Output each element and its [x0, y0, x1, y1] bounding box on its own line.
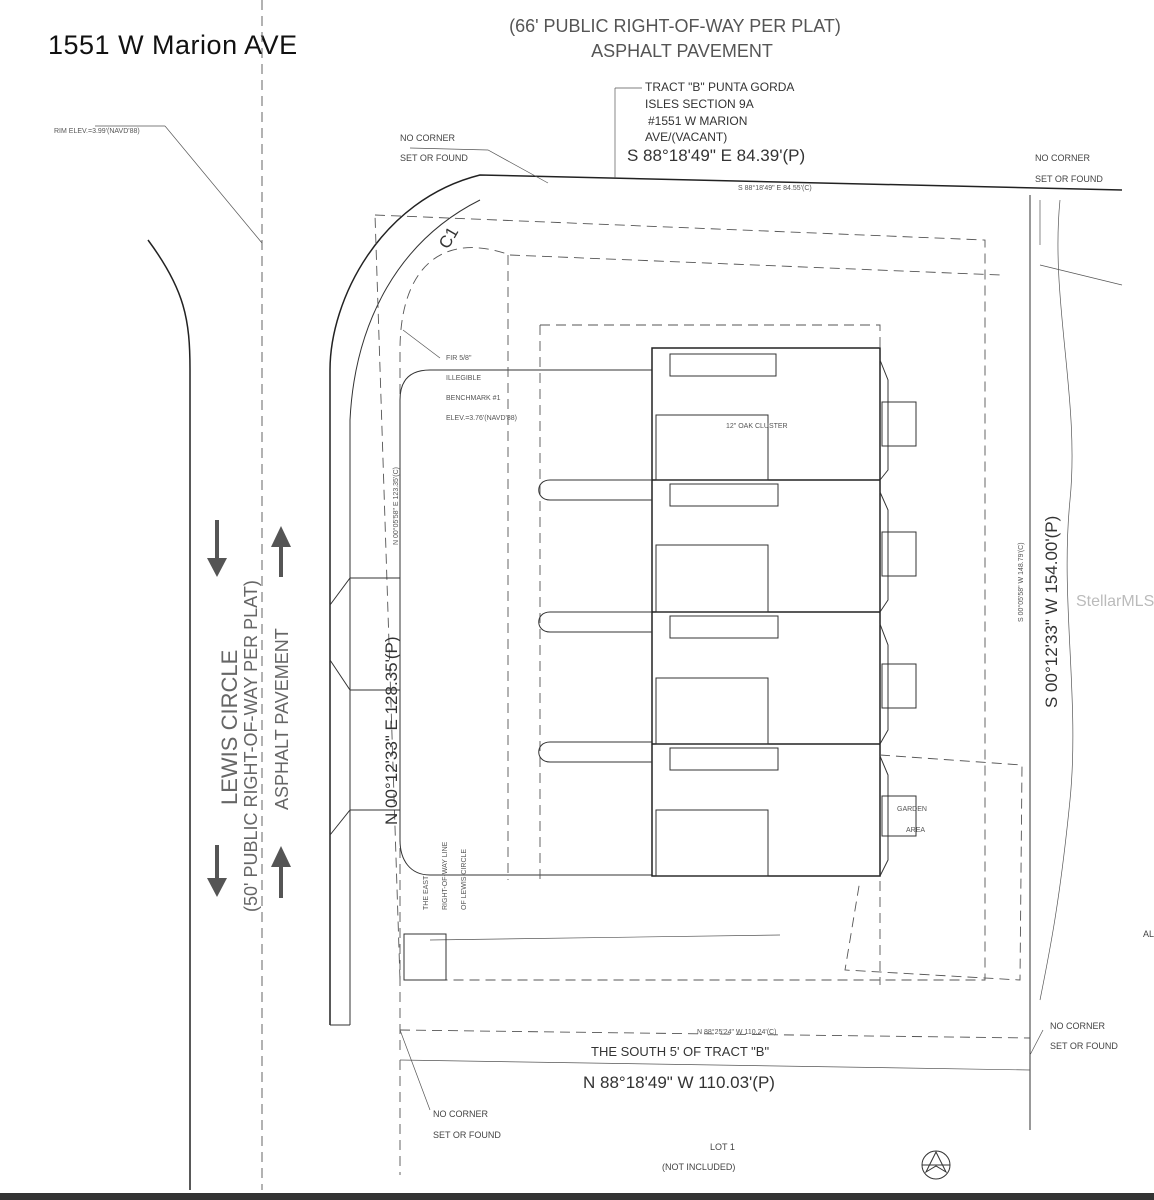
illegible-note: ILLEGIBLE — [446, 375, 481, 382]
west-road-surface: ASPHALT PAVEMENT — [272, 628, 292, 810]
sidewalk-inner-edge — [349, 199, 481, 1025]
walkway-1 — [538, 479, 652, 501]
driveway-apron-south — [329, 809, 400, 836]
lewis-circle-west-curb — [147, 239, 191, 1190]
meter-bank — [403, 933, 447, 981]
lot-1-label: LOT 1 — [710, 1142, 735, 1152]
fir-note: FIR 5/8" — [446, 355, 472, 362]
sw-corner-note-1: NO CORNER — [433, 1109, 489, 1119]
east-row-note-2: RIGHT-OF-WAY LINE — [442, 841, 449, 910]
curve-label: C1 — [435, 224, 462, 252]
walkway-3 — [538, 741, 652, 763]
south-bearing-plat: N 88°18'49" W 110.03'(P) — [583, 1073, 775, 1092]
northbound-arrow-north — [271, 526, 291, 577]
se-corner-leader — [1029, 1029, 1044, 1056]
page-title: 1551 W Marion AVE — [48, 30, 298, 60]
east-bearing-plat: S 00°12'33" W 154.00'(P) — [1042, 516, 1061, 708]
fir-leader — [402, 329, 441, 359]
east-row-note-3: OF LEWIS CIRCLE — [461, 849, 468, 910]
north-arrow-icon — [921, 1150, 951, 1180]
nw-corner-note-2: SET OR FOUND — [400, 153, 468, 163]
lot-1-note: (NOT INCLUDED) — [662, 1162, 735, 1172]
benchmark-elevation: ELEV.=3.76'(NAVD'88) — [446, 415, 517, 422]
tract-label-2: ISLES SECTION 9A — [645, 97, 754, 111]
benchmark-note: BENCHMARK #1 — [446, 395, 501, 402]
south-boundary-line — [399, 1029, 1031, 1039]
bottom-edge-bar — [0, 1193, 1154, 1200]
property-boundary — [374, 214, 986, 981]
ne-corner-note-1: NO CORNER — [1035, 153, 1091, 163]
driveway-apron-north — [329, 577, 401, 691]
stellarmls-watermark: StellarMLS — [1076, 593, 1154, 610]
rim-elevation: RIM ELEV.=3.99'(NAVD'88) — [54, 128, 140, 135]
right-edge-cut-label: AL — [1143, 929, 1154, 939]
north-bearing-plat: S 88°18'49" E 84.39'(P) — [627, 146, 805, 165]
oak-cluster-note: 12" OAK CLUSTER — [726, 423, 788, 430]
road-east-curb — [329, 174, 1123, 1025]
garden-label-1: GARDEN — [897, 806, 927, 813]
east-row-note-1: THE EAST — [423, 875, 430, 910]
tract-label-3: #1551 W MARION — [648, 114, 747, 128]
west-road-row: (50' PUBLIC RIGHT-OF-WAY PER PLAT) — [241, 580, 261, 912]
utility-line-south — [429, 934, 781, 941]
se-corner-note-1: NO CORNER — [1050, 1021, 1106, 1031]
ne-corner-note-2: SET OR FOUND — [1035, 174, 1103, 184]
tract-label-4: AVE/(VACANT) — [645, 130, 727, 144]
garden-label-2: AREA — [906, 827, 925, 834]
southbound-arrow-south — [207, 845, 227, 897]
east-bearing-calc: S 00°05'58" W 148.79'(C) — [1017, 542, 1025, 622]
sw-corner-leader — [399, 1029, 431, 1111]
north-bearing-calc: S 88°18'49" E 84.55'(C) — [738, 184, 812, 192]
northbound-arrow-south — [271, 846, 291, 898]
south-strip-line — [399, 1059, 1031, 1071]
south-strip-label: THE SOUTH 5' OF TRACT "B" — [591, 1044, 769, 1059]
south-bearing-calc: N 88°25'24" W 110.24'(C) — [697, 1028, 776, 1036]
nw-corner-note-1: NO CORNER — [400, 133, 456, 143]
north-row-line1: (66' PUBLIC RIGHT-OF-WAY PER PLAT) — [509, 16, 841, 36]
north-row-line2: ASPHALT PAVEMENT — [591, 41, 773, 61]
southbound-arrow-north — [207, 520, 227, 577]
se-corner-note-2: SET OR FOUND — [1050, 1041, 1118, 1051]
tract-label-1: TRACT "B" PUNTA GORDA — [645, 80, 794, 94]
garden-area-boundary — [844, 754, 1023, 981]
walkway-2 — [538, 611, 652, 633]
rim-leader — [164, 125, 263, 244]
paved-driveway — [399, 369, 653, 876]
west-bearing-plat: N 00°12'33" E 128.35'(P) — [382, 637, 401, 826]
sw-corner-note-2: SET OR FOUND — [433, 1130, 501, 1140]
west-bearing-calc: N 00°05'58" E 123.35'(C) — [392, 467, 400, 545]
building-setback — [540, 324, 881, 985]
west-road-name: LEWIS CIRCLE — [217, 650, 242, 805]
nw-corner-leader — [409, 147, 549, 184]
curve-c1-boundary — [399, 247, 1001, 1050]
east-shoreline — [1039, 199, 1074, 1001]
east-easement-line — [1039, 264, 1123, 286]
